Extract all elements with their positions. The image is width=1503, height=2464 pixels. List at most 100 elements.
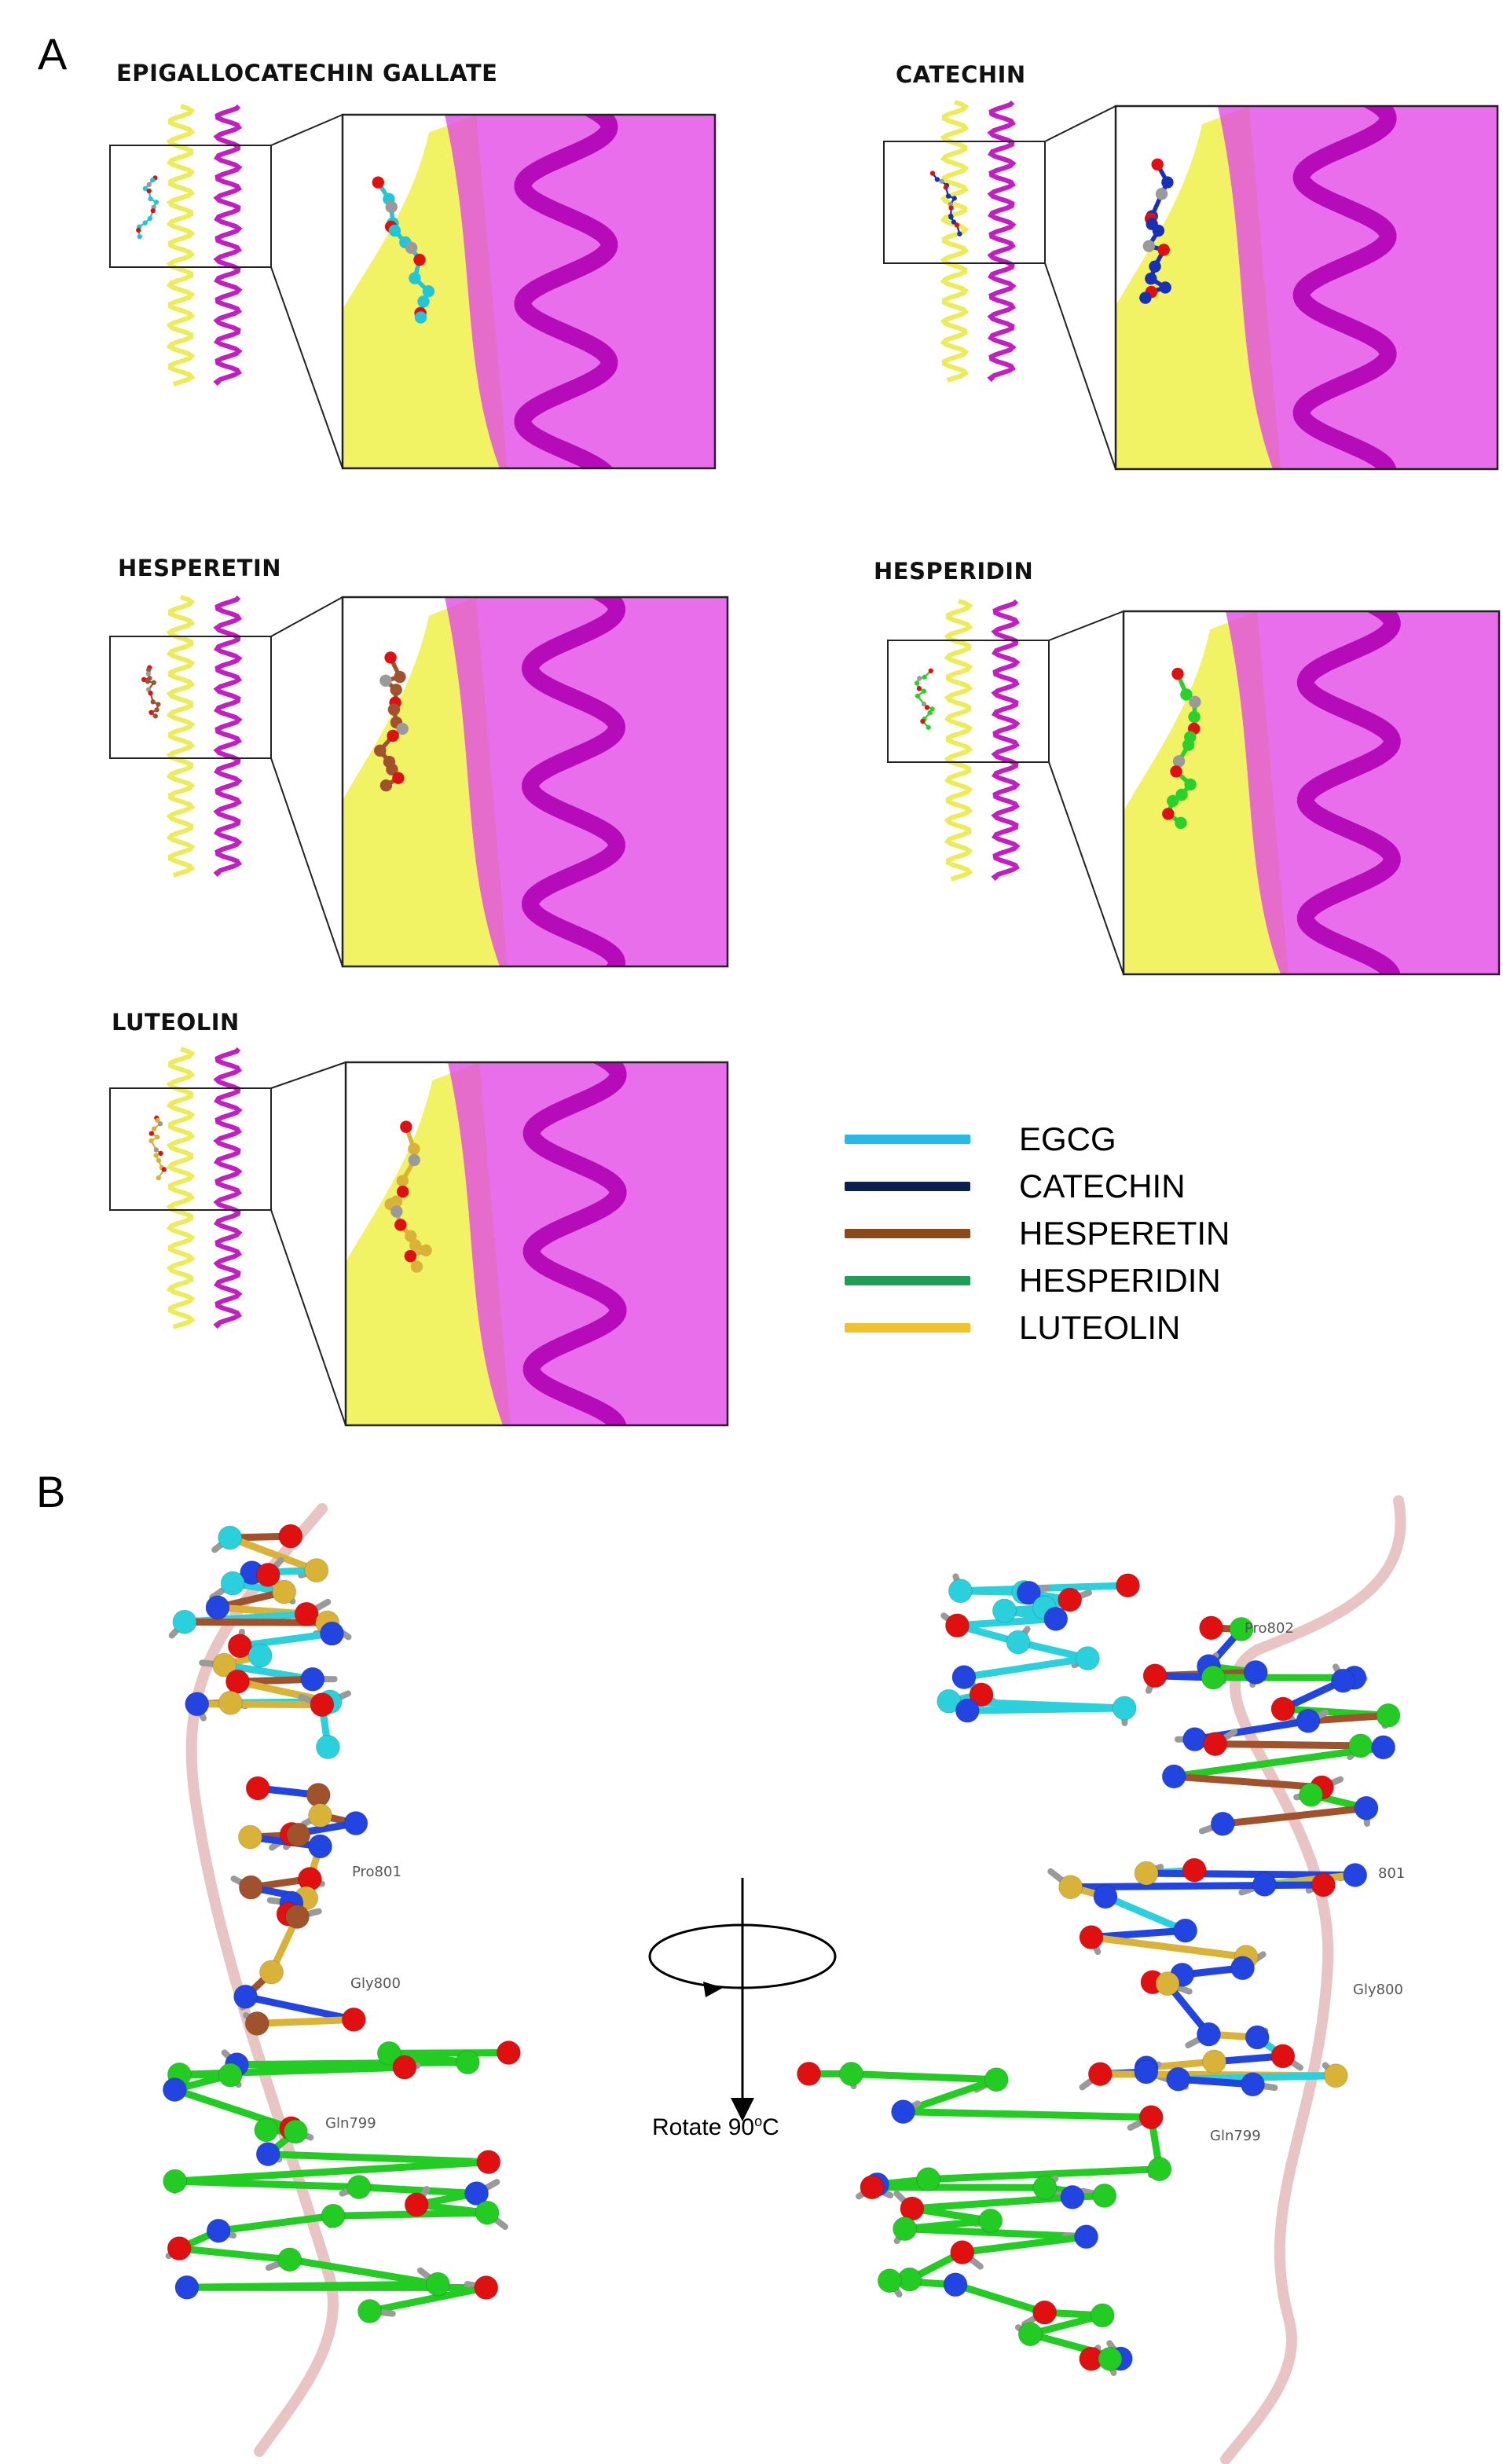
atom [1330,1668,1355,1693]
rotate-text: Rotate 90 [652,2114,755,2140]
ligand-atom [374,744,387,757]
atom [167,2236,192,2261]
bond [355,2184,481,2198]
superposition [162,1495,1406,2464]
atom [474,2275,499,2300]
ligand-atom [928,668,933,673]
ligand-atom [141,676,147,683]
helix-magenta [987,100,1017,383]
atom [376,2040,401,2066]
ligand-atom [420,1244,432,1257]
overview-box [887,640,1050,763]
atom [278,1524,303,1549]
ligand-atom [943,185,948,190]
atom [1017,2322,1043,2347]
ligand-atom [920,718,926,724]
atom [1058,1587,1083,1612]
helix-ribbon [1292,106,1397,469]
ligand-atom [390,1205,403,1218]
helix-magenta [991,599,1021,882]
ligand-atom [154,707,159,713]
atom [286,1822,311,1847]
zoom-view [343,115,715,468]
ligand-atom [153,200,159,205]
atom [319,1621,344,1646]
ligand-atom [156,702,161,707]
legend-swatch-egcg [845,1135,970,1144]
panel-a-figures [109,100,1501,1427]
title-catechin: CATECHIN [896,61,1026,88]
ligand-cluster-right-top [1142,1615,1401,1836]
helix-ribbon [522,597,625,966]
atom [172,1609,197,1634]
bond [1087,1934,1250,1961]
bond [1175,2075,1257,2088]
atom [218,1525,243,1550]
ligand-atom [408,1142,420,1156]
atom [225,1669,250,1694]
zoom-connector-top [270,1062,346,1089]
atom [1079,1925,1104,1950]
ligand-atom [1142,240,1156,252]
ligand-atom [396,1185,409,1198]
atom [948,1578,973,1604]
zoom-view [346,1062,728,1425]
atom [1147,2157,1172,2182]
egcg-right [937,1573,1140,1726]
ligand-atom [1162,808,1175,820]
atom [244,2011,269,2036]
ligand-atom [157,1121,163,1127]
ligand-atom [150,208,156,214]
ligand-atom [146,667,152,673]
legend-item-hesperidin: HESPERIDIN [845,1261,1221,1300]
helix-yellow [166,1047,196,1329]
bond [1212,1740,1365,1750]
legend-label-catechin: CATECHIN [1019,1168,1186,1204]
atom [1060,2184,1085,2209]
ligand-atom [396,722,409,735]
atom [1270,1696,1296,1722]
atom [245,1776,270,1801]
ligand-atom [914,680,920,686]
helix-yellow [166,104,196,387]
atom [464,2181,489,2206]
ligand-atom [392,772,405,784]
zoom-box [341,596,729,968]
ligand-atom [151,1126,157,1131]
ligand-atom [153,1147,159,1153]
zoom-connector-bottom [1044,262,1116,470]
ligand-atom [954,222,960,228]
atom [1299,1782,1324,1807]
zoom-connector-bottom [270,1209,346,1426]
zoom-connector-bottom [270,757,343,967]
atom [1296,1708,1321,1733]
zoom-box [1122,610,1501,976]
zoom-connector-top [270,596,343,637]
zoom-box [344,1061,729,1427]
ligand-atom [957,231,962,236]
ligand-atom [146,182,152,188]
legend-label-egcg: EGCG [1019,1120,1116,1157]
bond [171,2158,493,2185]
ligand-atom [1175,788,1188,801]
ligand-atom [1149,260,1161,273]
ligand-atom [921,688,927,694]
bond [193,1700,326,1709]
ligand-atom [1161,176,1174,189]
bond [868,2184,1049,2191]
ligand-atom [379,674,392,688]
atom [218,1690,243,1715]
ligand-atom [934,177,940,182]
ligand-atom [400,1120,412,1133]
ligand-atom [410,1260,423,1273]
ligand-atom [396,1175,409,1187]
atom [1090,2303,1115,2328]
surface-magenta [1218,106,1498,469]
atom [300,1666,325,1692]
ligand-stack-left-top [168,1524,352,1760]
helix-yellow [166,595,196,878]
ligand-atom [926,724,931,730]
figure-catechin [883,100,1499,471]
bond [901,2225,1091,2241]
helix-magenta [213,595,243,878]
